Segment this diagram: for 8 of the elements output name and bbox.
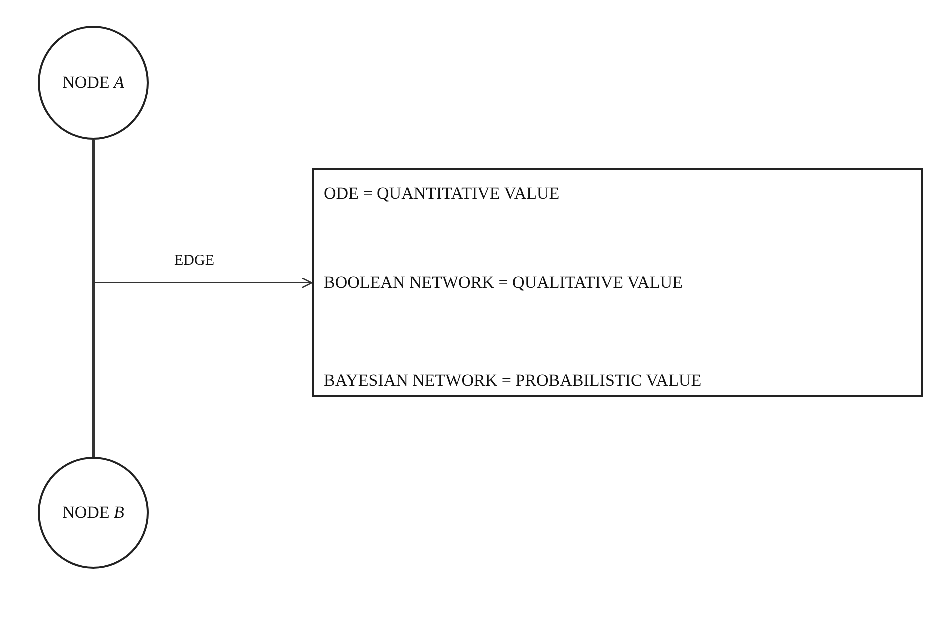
definition-text: ODE = QUANTITATIVE VALUE: [324, 184, 560, 204]
definition-text: BOOLEAN NETWORK = QUALITATIVE VALUE: [324, 273, 683, 293]
node-label: NODE B: [62, 503, 124, 523]
definition-text: BAYESIAN NETWORK = PROBABILISTIC VALUE: [324, 371, 702, 391]
arrow: [92, 277, 313, 289]
connector-line: [92, 140, 95, 457]
node-label: NODE A: [62, 73, 124, 93]
definition-box: [312, 168, 923, 397]
